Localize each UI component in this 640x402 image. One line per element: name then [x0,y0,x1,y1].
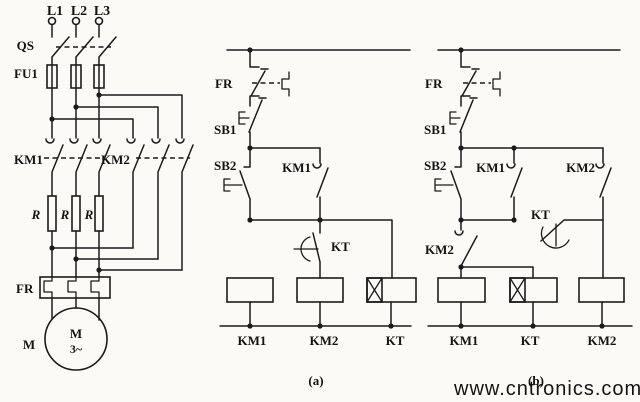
km1-aux-contact-b-icon [506,147,523,221]
km2-coil-b-icon [578,277,625,327]
kt-delay-contact-b-icon [540,219,604,279]
control-circuit-a: FR SB1 SB2 KM1 KT KM1 KM2 KT (a) [214,47,417,388]
kt-coil-a-icon [366,277,417,327]
sb1-stop-button-a-icon [238,97,267,149]
sb2-start-button-b-icon [434,147,462,221]
label-coil-km2-a: KM2 [310,333,339,348]
label-sb1-a: SB1 [214,122,236,137]
km1-coil-a-icon [226,277,274,327]
label-r2: R [60,207,70,222]
km1-aux-contact-a-icon [312,147,329,221]
km2-bypass-wires [49,245,183,273]
label-motor-letter: M [70,326,82,341]
label-sb2-a: SB2 [214,158,236,173]
control-circuit-b: FR SB1 SB2 KM1 KM2 KT KM2 KM1 KT KM2 (b) [424,47,633,388]
label-fr-power: FR [16,281,34,296]
label-km1-aux-b: KM1 [476,160,505,175]
label-r3: R [84,207,94,222]
power-circuit: L1 L2 L3 QS FU1 KM1 KM2 R R R FR M M 3~ [14,4,194,371]
label-fu1: FU1 [14,66,38,81]
label-fr-a: FR [215,76,233,91]
km1-main-contacts-icon [44,138,111,197]
label-l1: L1 [47,4,63,19]
label-motor-ref: M [23,337,35,352]
label-qs: QS [17,38,34,53]
label-fr-b: FR [425,76,443,91]
label-coil-km1-a: KM1 [238,333,267,348]
caption-b: (b) [528,373,544,388]
label-sb1-b: SB1 [424,122,446,137]
label-coil-kt-a: KT [386,333,405,348]
sb2-start-button-a-icon [223,147,251,221]
kt-coil-b-icon [509,277,558,327]
km2-main-contacts-icon [126,138,194,271]
km2-feed-taps [49,92,183,139]
fu1-fuse-icons [46,64,105,89]
label-km1-main: KM1 [14,152,43,167]
label-coil-km1-b: KM1 [450,333,479,348]
label-l3: L3 [94,4,110,19]
km2-coil-a-icon [296,277,344,327]
fr-contact-b-icon [460,49,501,107]
label-km2-main: KM2 [101,152,130,167]
starting-resistor-icons [47,195,104,278]
label-kt-contact-b: KT [531,207,550,222]
label-motor-phases: 3~ [70,342,83,356]
label-km1-aux-a: KM1 [282,160,311,175]
qs-disconnect-switch-icon [51,23,117,139]
caption-a: (a) [308,373,323,388]
km2-interlock-contact-b-icon [454,219,478,279]
km2-aux-contact-b-icon [595,147,612,221]
kt-delay-contact-a-icon [293,219,321,279]
label-sb2-b: SB2 [424,158,446,173]
label-coil-km2-b: KM2 [588,333,617,348]
sb1-stop-button-b-icon [449,97,478,149]
label-km2-aux-b: KM2 [566,160,595,175]
label-r1: R [31,207,41,222]
fr-contact-a-icon [249,49,290,107]
label-coil-kt-b: KT [521,333,540,348]
label-km2-interlock-b: KM2 [425,242,454,257]
motor-icon [44,297,108,371]
fr-overload-relay-icon [39,276,111,299]
label-l2: L2 [71,4,87,19]
label-kt-contact-a: KT [331,239,350,254]
km1-coil-b-icon [437,277,486,327]
watermark-text: www.cntronics.com [453,378,640,400]
